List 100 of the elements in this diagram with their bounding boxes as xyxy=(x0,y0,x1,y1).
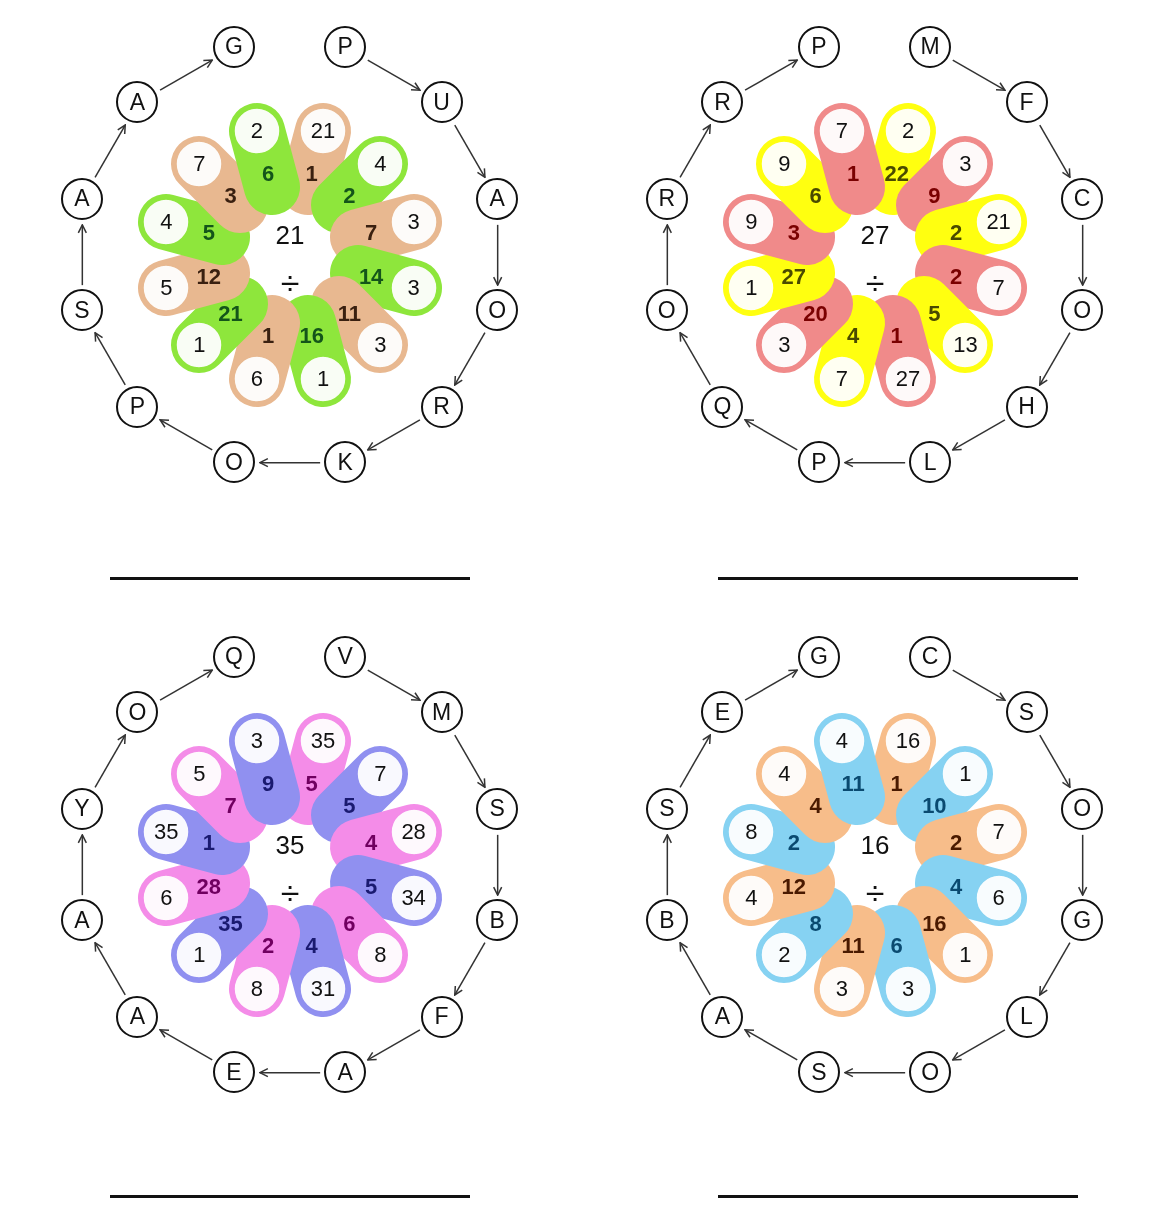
arrow xyxy=(744,419,798,451)
division-sign: ÷ xyxy=(865,876,885,910)
inner-number: 5 xyxy=(305,772,318,795)
arrow xyxy=(744,669,798,701)
letter-circle: A xyxy=(116,81,159,124)
inner-number: 7 xyxy=(365,222,378,245)
arrow xyxy=(952,1029,1006,1061)
letter-circle: R xyxy=(701,81,744,124)
letter-circle: P xyxy=(797,25,840,68)
inner-number: 1 xyxy=(890,325,903,348)
letter-circle: S xyxy=(476,787,519,830)
arrow xyxy=(744,59,798,91)
center-number: 21 xyxy=(275,222,305,248)
arrow xyxy=(1039,942,1071,996)
inner-number: 22 xyxy=(884,162,909,185)
letter-circle: O xyxy=(476,289,519,332)
inner-number: 6 xyxy=(262,162,275,185)
letter-circle: C xyxy=(1061,177,1104,220)
inner-number: 27 xyxy=(781,265,807,288)
outer-number: 1 xyxy=(959,763,972,786)
inner-number: 4 xyxy=(809,794,822,817)
outer-number: 6 xyxy=(992,887,1005,910)
outer-number: 4 xyxy=(835,730,848,753)
outer-number: 4 xyxy=(745,887,758,910)
outer-number: 7 xyxy=(835,120,848,143)
letter-circle: L xyxy=(1005,995,1048,1038)
inner-number: 1 xyxy=(262,325,275,348)
outer-number: 35 xyxy=(310,730,336,753)
inner-number: 11 xyxy=(337,303,361,326)
arrow xyxy=(77,224,88,286)
inner-number: 9 xyxy=(928,184,941,207)
arrow xyxy=(744,1029,798,1061)
outer-number: 21 xyxy=(986,210,1011,233)
inner-number: 5 xyxy=(365,875,378,898)
arrow xyxy=(679,332,711,386)
arrow xyxy=(367,59,421,91)
arrow xyxy=(952,419,1006,451)
arrow xyxy=(94,942,126,996)
outer-number: 7 xyxy=(835,367,848,390)
outer-number: 3 xyxy=(407,210,420,233)
letter-circle: M xyxy=(420,691,463,734)
outer-number: 21 xyxy=(310,120,336,143)
outer-number: 1 xyxy=(193,944,206,967)
arrow xyxy=(259,457,321,468)
outer-number: 9 xyxy=(778,153,791,176)
outer-number: 3 xyxy=(250,730,263,753)
letter-circle: Y xyxy=(60,787,103,830)
arrow xyxy=(952,59,1006,91)
arrow xyxy=(492,834,503,896)
outer-number: 1 xyxy=(317,367,330,390)
letter-circle: A xyxy=(476,177,519,220)
outer-number: 3 xyxy=(835,977,848,1000)
inner-number: 9 xyxy=(262,772,275,795)
inner-number: 2 xyxy=(950,265,963,288)
inner-number: 1 xyxy=(890,772,903,795)
letter-circle: C xyxy=(909,635,952,678)
arrow xyxy=(159,59,213,91)
arrow xyxy=(454,734,486,788)
inner-number: 12 xyxy=(196,265,222,288)
letter-circle: Q xyxy=(212,635,255,678)
inner-number: 4 xyxy=(305,935,318,958)
letter-circle: E xyxy=(212,1051,255,1094)
arrow xyxy=(492,224,503,286)
letter-circle: O xyxy=(212,441,255,484)
outer-number: 3 xyxy=(959,153,972,176)
outer-number: 7 xyxy=(193,153,206,176)
outer-number: 2 xyxy=(250,120,263,143)
inner-number: 2 xyxy=(262,935,275,958)
outer-number: 27 xyxy=(895,367,921,390)
inner-number: 4 xyxy=(365,832,378,855)
inner-number: 6 xyxy=(890,935,903,958)
letter-circle: A xyxy=(60,177,103,220)
letter-circle: A xyxy=(701,995,744,1038)
inner-number: 8 xyxy=(809,913,822,936)
inner-number: 35 xyxy=(218,913,243,936)
inner-number: 5 xyxy=(202,222,215,245)
outer-number: 4 xyxy=(160,210,173,233)
outer-number: 28 xyxy=(401,820,426,843)
letter-circle: S xyxy=(797,1051,840,1094)
letter-circle: O xyxy=(1061,787,1104,830)
arrow xyxy=(454,124,486,178)
inner-number: 4 xyxy=(847,325,860,348)
arrow xyxy=(844,457,906,468)
letter-circle: R xyxy=(645,177,688,220)
arrow xyxy=(77,834,88,896)
center-number: 27 xyxy=(860,222,890,248)
inner-number: 2 xyxy=(787,832,800,855)
arrow xyxy=(662,834,673,896)
outer-number: 7 xyxy=(374,763,387,786)
outer-number: 6 xyxy=(250,367,263,390)
arrow xyxy=(94,734,126,788)
outer-number: 3 xyxy=(778,334,791,357)
arrow xyxy=(679,942,711,996)
letter-circle: L xyxy=(909,441,952,484)
arrow xyxy=(844,1067,906,1078)
letter-circle: O xyxy=(116,691,159,734)
arrow xyxy=(1039,124,1071,178)
letter-circle: A xyxy=(116,995,159,1038)
letter-circle: U xyxy=(420,81,463,124)
arrow xyxy=(1077,834,1088,896)
